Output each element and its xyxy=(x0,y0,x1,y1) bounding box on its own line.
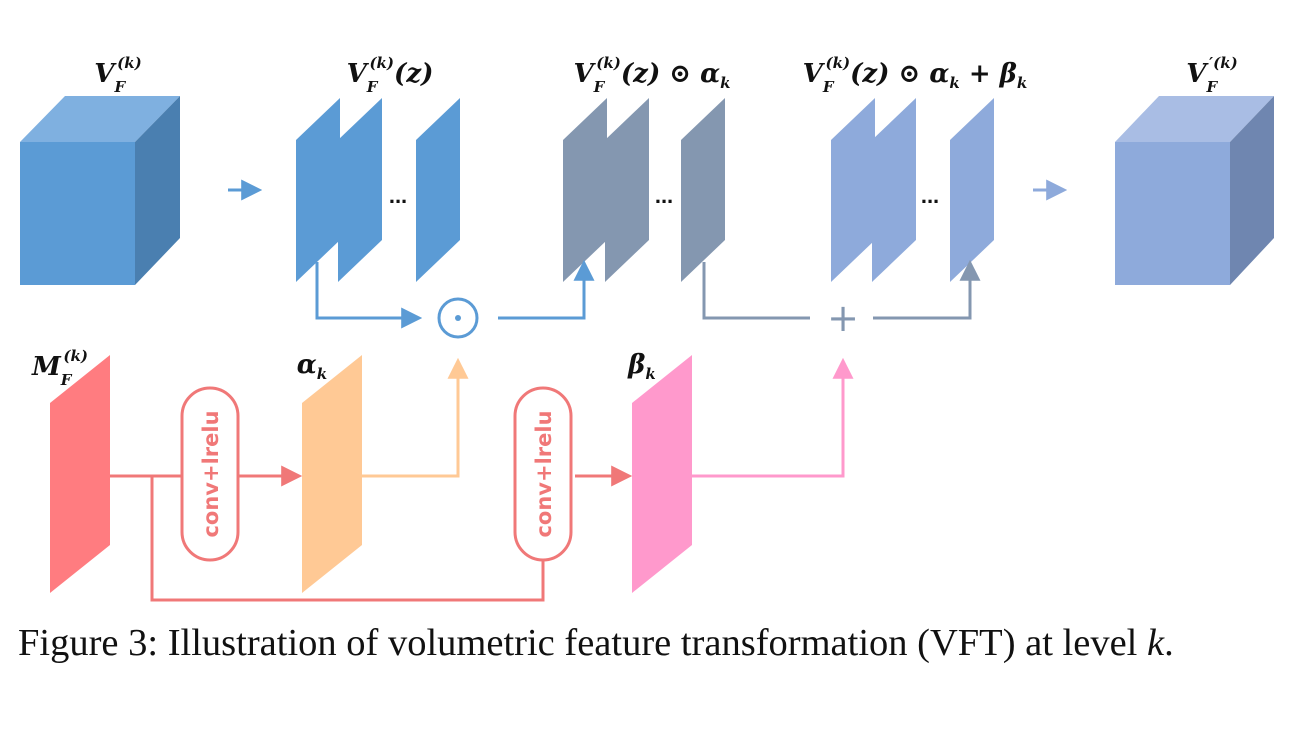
label-beta: βk xyxy=(627,350,656,383)
add-operator: + xyxy=(827,296,859,340)
alpha-slice xyxy=(302,355,362,593)
connector-mod-to-beta-branch xyxy=(150,476,545,602)
ellipsis-shifted: ... xyxy=(921,183,939,208)
ellipsis-scaled: ... xyxy=(655,183,673,208)
connector-beta-to-add xyxy=(692,357,854,478)
conv-block-beta: conv+lrelu xyxy=(513,386,573,562)
label-alpha: αk xyxy=(297,350,327,383)
ellipsis-split: ... xyxy=(389,183,407,208)
label-scaled-slices: VF(k)(z) ⊙ αk xyxy=(573,54,730,96)
label-shifted-slices: VF(k)(z) ⊙ αk + βk xyxy=(803,54,1028,96)
multiply-operator-dot xyxy=(455,315,461,321)
connector-add-to-shifted xyxy=(873,259,981,320)
connector-slices-to-multiply xyxy=(315,262,423,329)
connector-multiply-to-scaled xyxy=(498,259,595,320)
conv-block-beta-label: conv+lrelu xyxy=(532,410,556,537)
split-slices xyxy=(296,98,460,282)
scaled-slices xyxy=(563,98,725,282)
modulation-slice xyxy=(50,355,110,593)
figure-caption: Figure 3: Illustration of volumetric fea… xyxy=(18,618,1303,668)
label-modulation: MF(k) xyxy=(31,347,88,389)
connector-alpha-to-multiply xyxy=(362,357,469,478)
shifted-slices xyxy=(831,98,994,282)
label-input-volume: VF(k) xyxy=(94,54,141,96)
label-output-volume: VF′(k) xyxy=(1186,54,1237,96)
conv-block-alpha-label: conv+lrelu xyxy=(199,410,223,537)
output-volume-cube xyxy=(1115,96,1274,285)
connector-scaled-to-add xyxy=(702,262,810,320)
conv-block-alpha: conv+lrelu xyxy=(180,386,240,562)
caption-variable: k xyxy=(1147,622,1165,664)
caption-prefix: Figure 3: Illustration of volumetric fea… xyxy=(18,622,1148,664)
vft-diagram: VF(k) VF(k)(z) VF(k)(z) ⊙ αk VF(k)(z) ⊙ … xyxy=(20,54,1274,602)
input-volume-cube xyxy=(20,96,180,285)
beta-slice xyxy=(632,355,692,593)
label-split-slices: VF(k)(z) xyxy=(347,54,434,96)
caption-suffix: . xyxy=(1164,622,1174,664)
